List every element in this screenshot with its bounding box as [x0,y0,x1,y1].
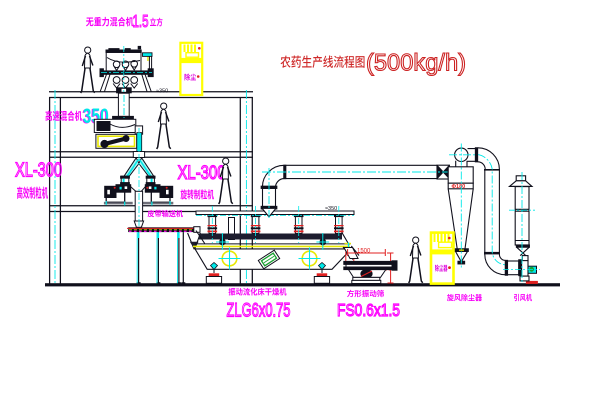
svg-text:ZLG6x0.75: ZLG6x0.75 [227,299,291,321]
svg-text:≈350: ≈350 [325,206,337,212]
svg-text:XL-300: XL-300 [15,160,62,182]
svg-text:≈350: ≈350 [156,89,168,95]
svg-text:1.5: 1.5 [133,11,149,31]
svg-text:1500: 1500 [357,249,371,255]
svg-text:(500kg/h): (500kg/h) [366,50,466,77]
svg-text:Φ180: Φ180 [452,184,466,190]
svg-text:FS0.6x1.5: FS0.6x1.5 [337,300,400,320]
svg-text:XL-300: XL-300 [178,163,226,184]
